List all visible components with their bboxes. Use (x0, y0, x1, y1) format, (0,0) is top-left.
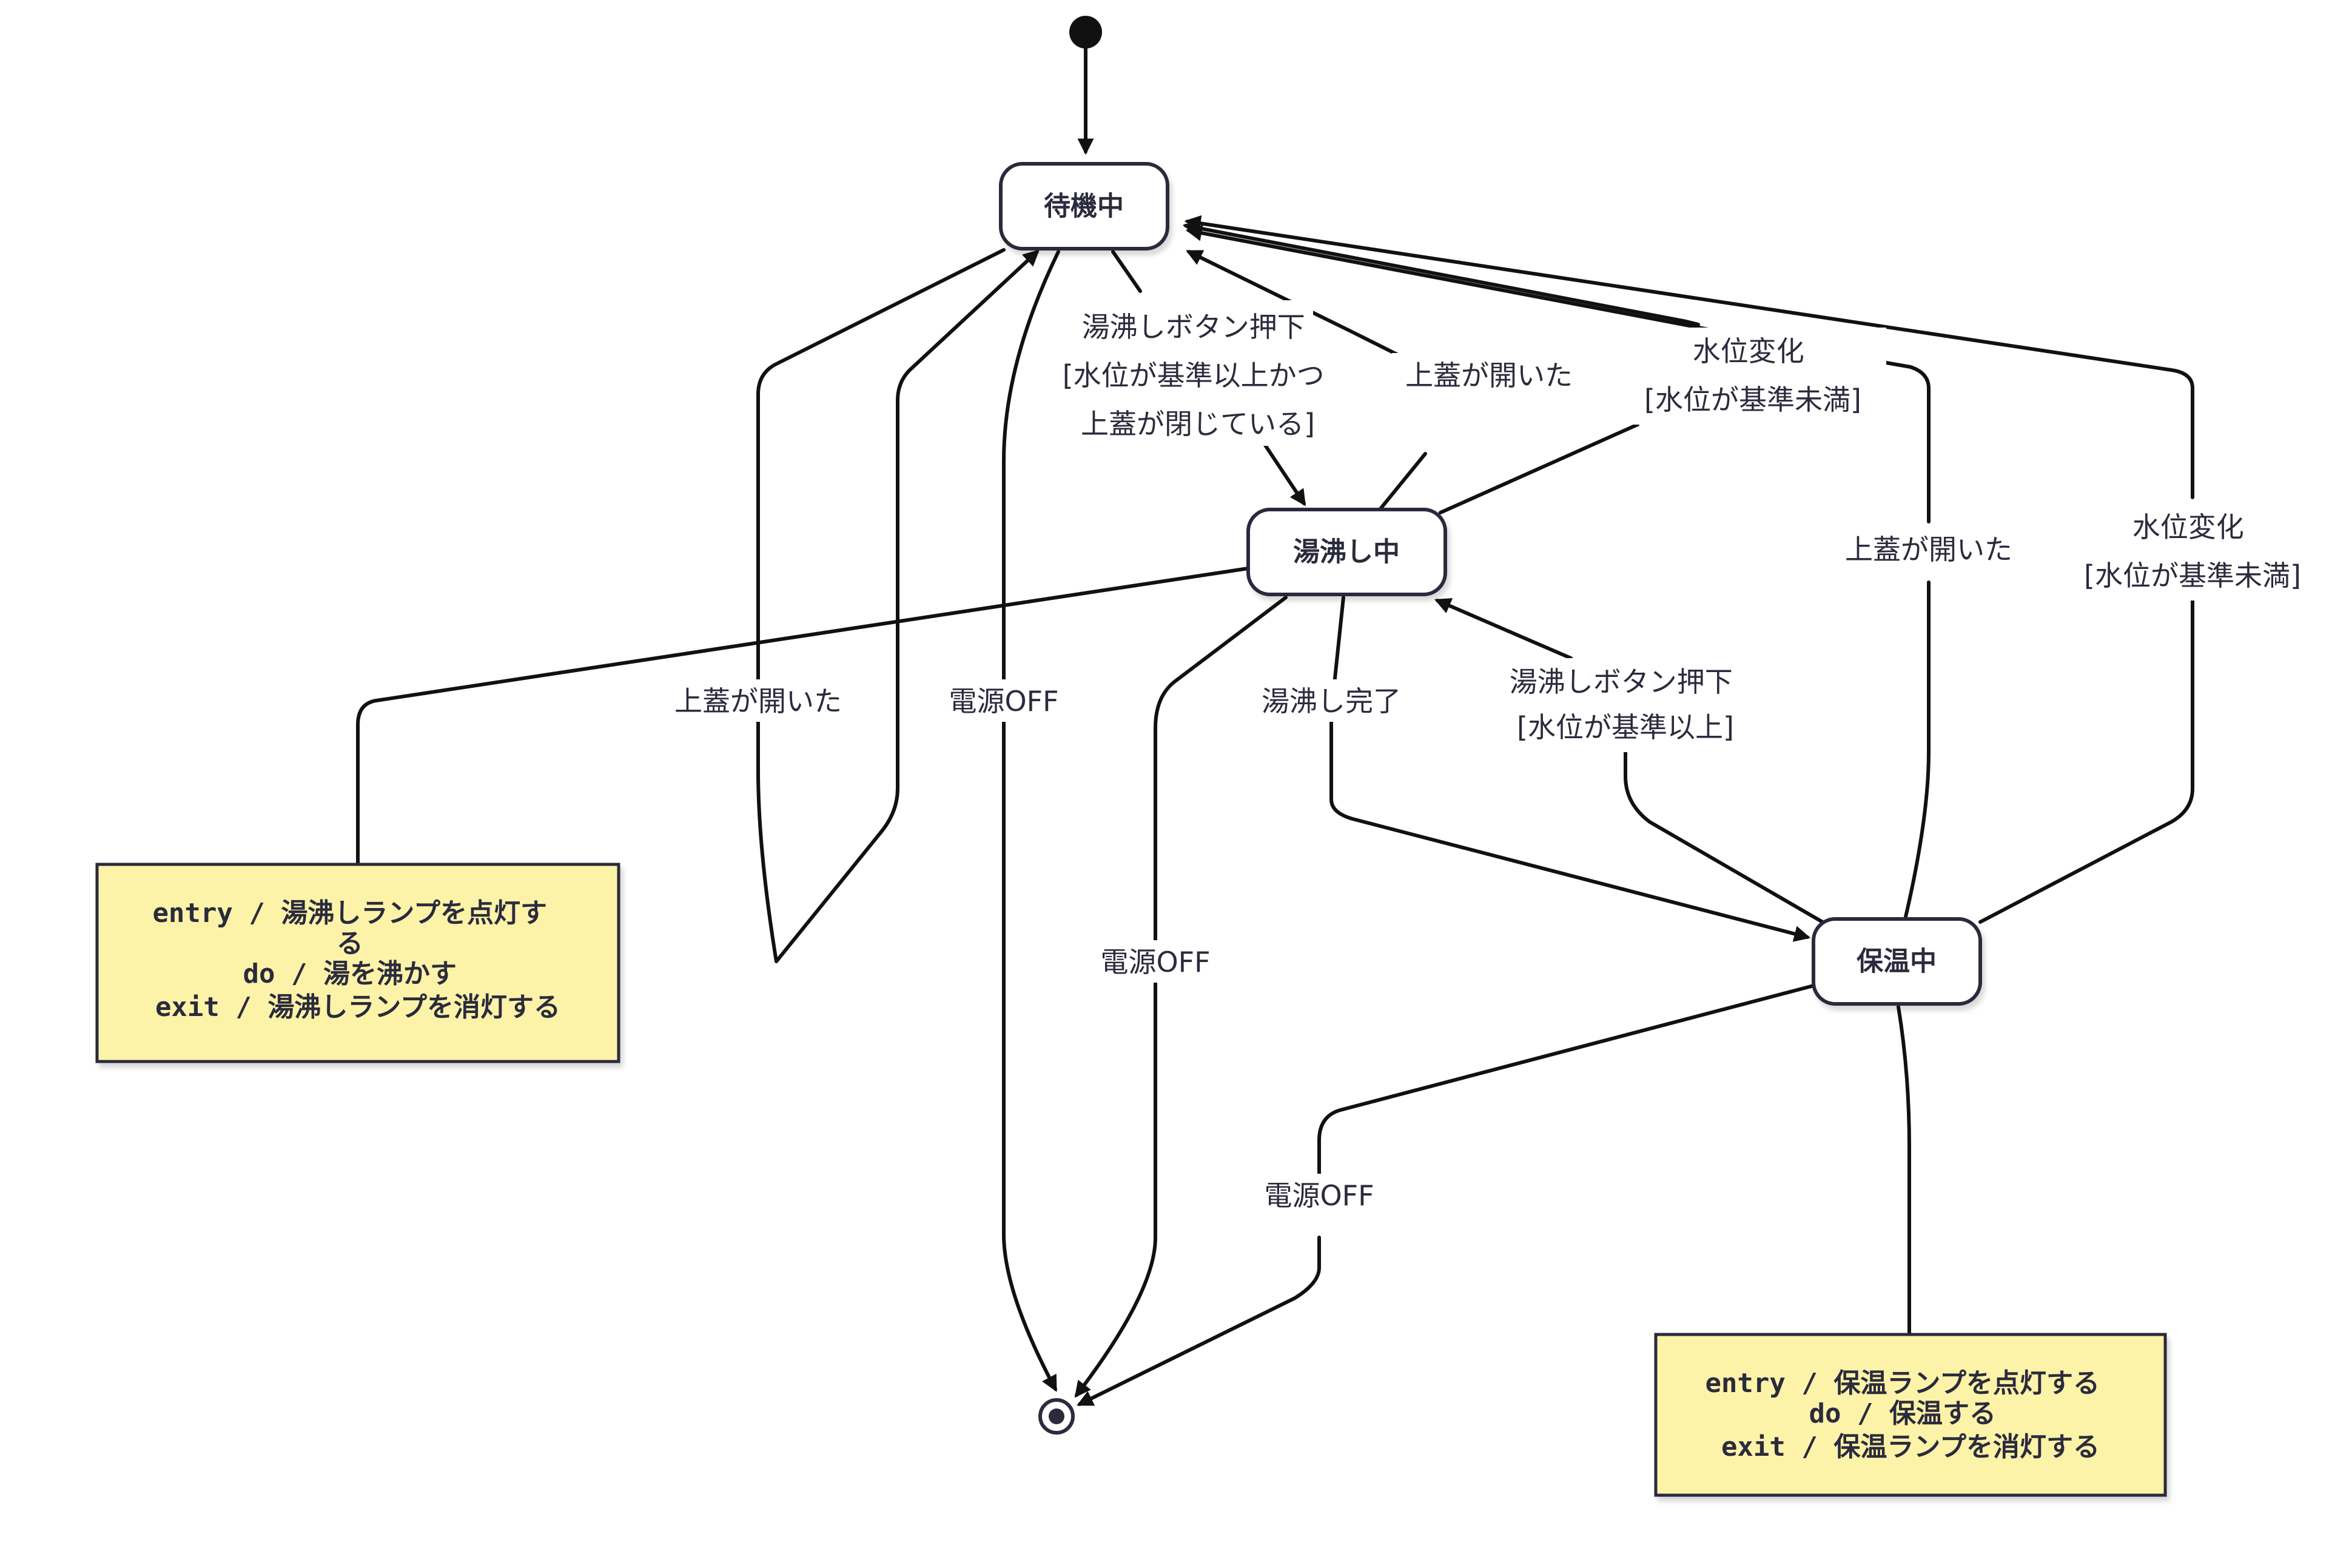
label-line: 電源OFF (1100, 946, 1210, 978)
label-line: 水位変化 (1693, 335, 1804, 368)
note-connector-keepwarm (1897, 1005, 1911, 1336)
note-keepwarm: entry / 保温ランプを点灯する do / 保温する exit / 保温ラン… (1654, 1333, 2167, 1497)
label-line: [水位が基準未満] (2084, 559, 2301, 592)
label-line: 上蓋が開いた (1405, 359, 1573, 392)
note-keepwarm-line: do / 保温する (1809, 1398, 1996, 1429)
svg-text:水位変化 [水位が基準未満]: 水位変化 [水位が基準未満] (1644, 335, 1861, 416)
edge-keepwarm-power-off (1080, 984, 1815, 1404)
label-line: [水位が基準未満] (1644, 383, 1861, 416)
label-keepwarm-lid-open: 上蓋が開いた (1832, 528, 2026, 570)
state-idle-label: 待機中 (1044, 191, 1124, 222)
note-boiling-line: る (337, 928, 363, 959)
note-boiling-line: entry / 湯沸しランプを点灯す (152, 898, 547, 929)
label-line: 上蓋が開いた (674, 685, 842, 718)
edge-idle-power-off (1002, 250, 1060, 1392)
label-keepwarm-water-change: 水位変化 [水位が基準未満] (2059, 503, 2326, 601)
svg-text:湯沸しボタン押下 [水位が基準以上]: 湯沸しボタン押下 [水位が基準以上] (1510, 665, 1742, 744)
label-line: 電源OFF (1264, 1179, 1374, 1212)
state-keepwarm-label: 保温中 (1857, 946, 1937, 977)
label-line: 湯沸し完了 (1262, 685, 1401, 718)
edge-keepwarm-water-change (1188, 221, 2194, 924)
state-keepwarm[interactable]: 保温中 (1812, 917, 1982, 1006)
svg-text:entry / 湯沸しランプを点灯す る: entry / 湯沸しランプを点灯す る do / 湯を沸かす exit / 湯… (152, 898, 563, 1023)
label-line: 上蓋が閉じている] (1081, 408, 1315, 440)
edge-boiling-power-off (1074, 596, 1288, 1398)
final-state-marker (1038, 1398, 1075, 1435)
label-line: [水位が基準以上かつ (1063, 359, 1325, 392)
note-boiling: entry / 湯沸しランプを点灯す る do / 湯を沸かす exit / 湯… (95, 863, 620, 1063)
label-boiling-done: 湯沸し完了 (1246, 679, 1416, 722)
edge-keepwarm-to-boiling (1437, 601, 1824, 924)
svg-text:entry / 保温ランプを点灯する do /: entry / 保温ランプを点灯する do / 保温する exit / 保温ラン… (1705, 1368, 2116, 1462)
label-idle-self-lid-open: 上蓋が開いた (661, 679, 855, 722)
edge-boiling-lid-open (1189, 252, 1427, 511)
note-keepwarm-line: entry / 保温ランプを点灯する (1705, 1368, 2100, 1399)
label-idle-power-off: 電源OFF (943, 679, 1064, 722)
label-line: 湯沸しボタン押下 (1082, 311, 1305, 343)
edge-keepwarm-lid-open (1189, 230, 1931, 924)
label-keepwarm-to-boiling: 湯沸しボタン押下 [水位が基準以上] (1489, 658, 1762, 752)
note-boiling-line: do / 湯を沸かす (243, 958, 457, 989)
label-line: 上蓋が開いた (1845, 533, 2012, 566)
note-connector-boiling (356, 567, 1250, 866)
label-boiling-power-off: 電源OFF (1095, 940, 1216, 983)
edge-boiling-water-change (1186, 226, 1700, 514)
state-boiling[interactable]: 湯沸し中 (1246, 508, 1447, 596)
edge-idle-self-loop (756, 248, 1040, 963)
state-boiling-label: 湯沸し中 (1293, 537, 1400, 568)
label-boiling-water-change: 水位変化 [水位が基準未満] (1619, 328, 1886, 425)
transition-edges (356, 35, 2194, 1404)
edge-idle-to-boiling (1111, 250, 1304, 503)
label-line: 電源OFF (949, 685, 1058, 718)
note-keepwarm-line: exit / 保温ランプを消灯する (1721, 1432, 2100, 1462)
label-line: 水位変化 (2132, 511, 2244, 543)
initial-state-dot (1069, 16, 1102, 49)
label-line: [水位が基準以上] (1517, 711, 1734, 744)
svg-text:湯沸しボタン押下 [水位が基準以上かつ: 湯沸しボタン押下 [水位が基準以上かつ 上蓋が閉じている] (1063, 311, 1334, 440)
edge-boiling-done (1329, 596, 1811, 942)
label-boiling-lid-open: 上蓋が開いた (1392, 353, 1586, 395)
label-keepwarm-power-off: 電源OFF (1259, 1174, 1380, 1216)
label-line: 湯沸しボタン押下 (1510, 665, 1733, 698)
state-idle[interactable]: 待機中 (999, 162, 1169, 251)
svg-text:水位変化 [水位が基準未満]: 水位変化 [水位が基準未満] (2084, 511, 2301, 592)
note-boiling-line: exit / 湯沸しランプを消灯する (155, 992, 560, 1023)
label-idle-to-boiling: 湯沸しボタン押下 [水位が基準以上かつ 上蓋が閉じている] (1052, 300, 1334, 446)
